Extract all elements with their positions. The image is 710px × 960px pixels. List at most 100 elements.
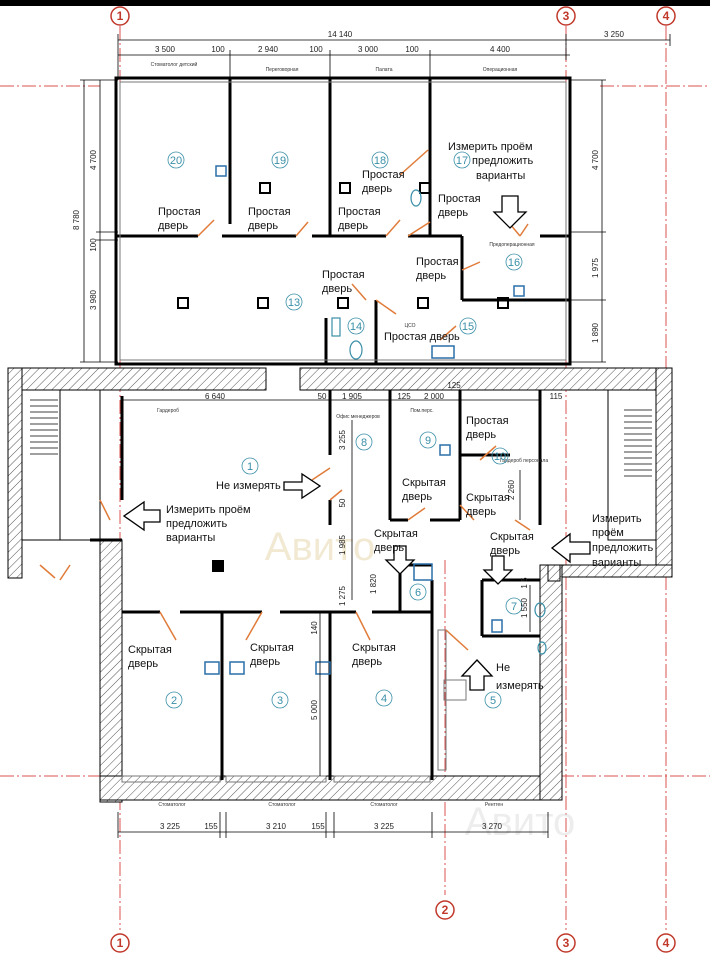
dim-bottom-2: 155 bbox=[204, 822, 218, 831]
room-label-stomat-3: Стоматолог bbox=[370, 802, 397, 808]
note-skrytaya-4: Скрытая bbox=[352, 642, 396, 654]
note-izmeryat-5: измерять bbox=[496, 680, 544, 692]
note-dver-9: дверь bbox=[402, 491, 432, 503]
columns bbox=[177, 182, 509, 309]
note-izmerit-left-3: варианты bbox=[166, 532, 215, 544]
bottom-dimensions: 3 225 155 3 210 155 3 225 3 270 bbox=[160, 822, 503, 831]
room-number-9: 9 bbox=[425, 435, 431, 447]
note-izmerit-left-1: Измерить проём bbox=[166, 504, 251, 516]
arrow-up-ne-izmeryat bbox=[460, 659, 494, 691]
note-prostaya-18: Простая bbox=[362, 169, 405, 181]
left-dimensions bbox=[80, 79, 118, 363]
axis-1-top-label: 1 bbox=[117, 9, 124, 23]
dim-bottom-4: 155 bbox=[311, 822, 325, 831]
dim-top-2: 100 bbox=[211, 45, 225, 54]
room-name-labels: Стоматолог детский Переговорная Палата О… bbox=[151, 61, 549, 808]
arrow-left-izmerit bbox=[122, 500, 161, 532]
room-number-16: 16 bbox=[508, 257, 520, 269]
note-dver-2: дверь bbox=[128, 658, 158, 670]
room-number-20: 20 bbox=[170, 155, 182, 167]
note-ne-izmeryat-1: Не измерять bbox=[216, 480, 281, 492]
bottom-dimension-lines bbox=[117, 812, 549, 838]
room-label-garderob-pers: Гардероб персонала bbox=[500, 458, 548, 464]
note-izmerit-operac-2: предложить bbox=[472, 155, 533, 167]
note-izmerit-operac-3: варианты bbox=[476, 170, 525, 182]
plumbing-fixtures bbox=[331, 189, 547, 655]
dim-mid-2000: 2 000 bbox=[424, 392, 445, 401]
dim-bottom-6: 3 270 bbox=[482, 822, 503, 831]
thin-lines bbox=[121, 629, 467, 783]
axis-1-bottom-label: 1 bbox=[117, 936, 124, 950]
axis-3-bottom-label: 3 bbox=[563, 936, 570, 950]
note-skrytaya-7: Скрытая bbox=[490, 531, 534, 543]
note-prostaya-16: Простая bbox=[416, 256, 459, 268]
room-number-6: 6 bbox=[415, 587, 421, 599]
room-label-predoper: Предоперационная bbox=[489, 242, 535, 248]
upper-block-walls bbox=[114, 76, 572, 366]
middle-dimensions: 6 640 50 1 905 125 2 000 125 115 3 255 5… bbox=[205, 381, 563, 720]
room-number-19: 19 bbox=[274, 155, 286, 167]
note-skrytaya-2: Скрытая bbox=[128, 644, 172, 656]
dim-mid-1275: 1 275 bbox=[338, 585, 347, 606]
dim-right-width: 3 250 bbox=[604, 30, 625, 39]
top-dimensions bbox=[117, 34, 671, 80]
lower-block-walls bbox=[90, 390, 542, 780]
dim-top-4: 100 bbox=[309, 45, 323, 54]
right-dimensions bbox=[570, 79, 606, 363]
note-prostaya-19: Простая bbox=[248, 206, 291, 218]
note-prostaya-18b: Простая bbox=[338, 206, 381, 218]
axis-4-bottom bbox=[656, 933, 676, 953]
note-dver-7: дверь bbox=[490, 545, 520, 557]
arrow-left-right-side bbox=[550, 532, 591, 564]
dim-mid-50b: 50 bbox=[338, 498, 347, 507]
room-number-8: 8 bbox=[361, 437, 367, 449]
note-dver-10b: дверь bbox=[466, 506, 496, 518]
axis-markers: 1 3 4 1 2 3 4 bbox=[110, 6, 676, 953]
room-label-garderob: Гардероб bbox=[157, 408, 179, 414]
dim-top-7: 4 400 bbox=[490, 45, 511, 54]
note-izmerit-right-4: варианты bbox=[592, 557, 641, 569]
note-dver-8: дверь bbox=[374, 542, 404, 554]
axis-4-bottom-label: 4 bbox=[663, 936, 670, 950]
room-label-ofis: Офис менеджеров bbox=[336, 414, 380, 420]
dim-mid-6640: 6 640 bbox=[205, 392, 226, 401]
axis-2-bottom bbox=[435, 900, 455, 920]
arrows bbox=[122, 195, 591, 691]
arrow-right-ne-izmeryat bbox=[283, 472, 322, 500]
note-izmerit-left-2: предложить bbox=[166, 518, 227, 530]
dim-top-6: 100 bbox=[405, 45, 419, 54]
room-number-circles bbox=[165, 151, 523, 709]
room-label-operac: Операционная bbox=[483, 67, 518, 73]
dim-top-3: 2 940 bbox=[258, 45, 279, 54]
room-label-rentgen: Рентген bbox=[485, 802, 503, 808]
room-number-14: 14 bbox=[350, 321, 362, 333]
note-prostaya-10: Простая bbox=[466, 415, 509, 427]
dim-top-5: 3 000 bbox=[358, 45, 379, 54]
room-number-3: 3 bbox=[277, 695, 283, 707]
note-prostaya-dver-15: Простая дверь bbox=[384, 331, 460, 343]
watermark-text: Авито bbox=[265, 525, 375, 569]
note-izmerit-operac-1: Измерить проём bbox=[448, 141, 533, 153]
watermark-text-2: Авито bbox=[465, 800, 575, 844]
dim-mid-140: 140 bbox=[310, 621, 319, 635]
room-label-pomper: Пом.перс. bbox=[410, 408, 433, 414]
note-prostaya-14: Простая bbox=[322, 269, 365, 281]
room-number-18: 18 bbox=[374, 155, 386, 167]
note-skrytaya-9: Скрытая bbox=[402, 477, 446, 489]
room-numbers: 1 2 3 4 5 6 7 8 9 10 13 14 15 16 17 18 1… bbox=[170, 155, 520, 707]
arrow-down-operac bbox=[492, 195, 528, 229]
axis-2-bottom-label: 2 bbox=[442, 903, 449, 917]
room-number-15: 15 bbox=[462, 321, 474, 333]
room-number-1: 1 bbox=[247, 461, 253, 473]
top-band bbox=[0, 0, 710, 6]
dim-mid-1820: 1 820 bbox=[369, 573, 378, 594]
note-izmerit-right-2: проём bbox=[592, 527, 624, 539]
note-dver-20: дверь bbox=[158, 220, 188, 232]
room-number-17: 17 bbox=[456, 155, 468, 167]
dim-bottom-5: 3 225 bbox=[374, 822, 395, 831]
dim-mid-1905: 1 905 bbox=[342, 392, 363, 401]
axis-1-top bbox=[110, 6, 130, 26]
room-number-7: 7 bbox=[511, 601, 517, 613]
arrow-down-rentgen bbox=[482, 555, 514, 585]
